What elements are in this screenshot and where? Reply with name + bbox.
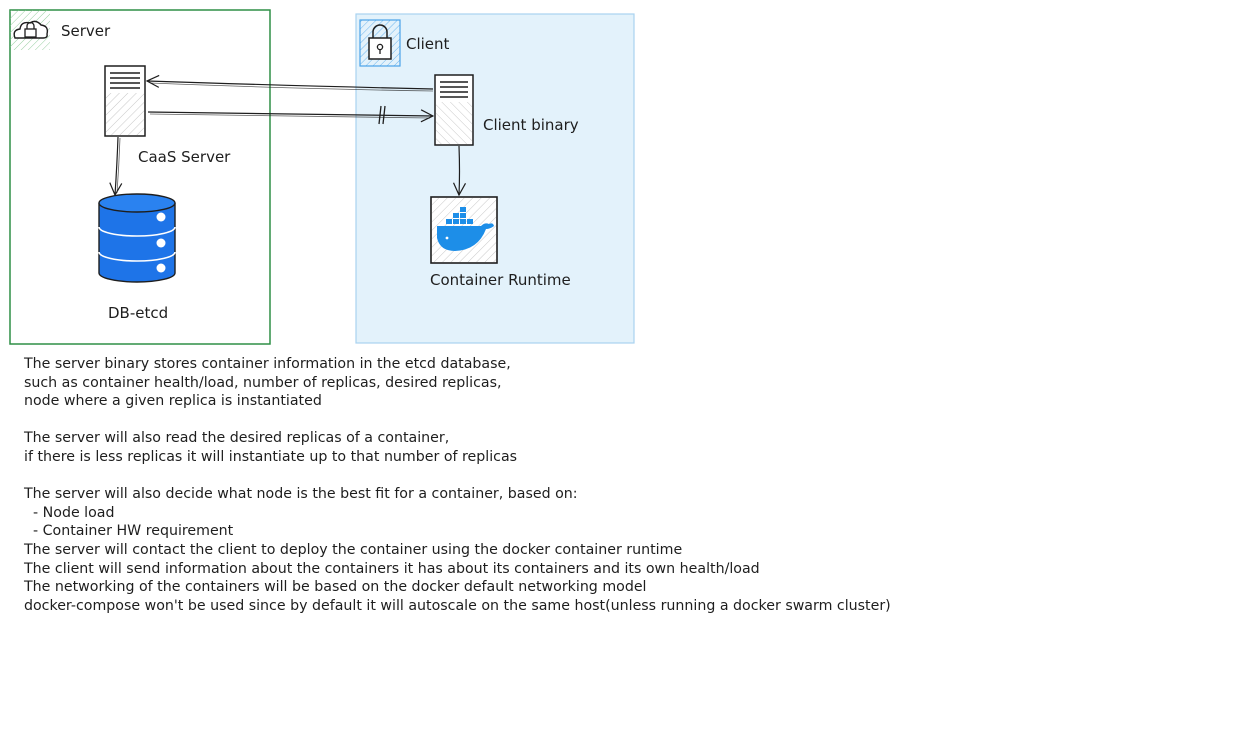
connectors — [115, 81, 460, 195]
notes-line: The server will also read the desired re… — [24, 430, 450, 447]
client-binary-label: Client binary — [483, 116, 579, 134]
description-notes: The server binary stores container infor… — [24, 355, 891, 615]
caas-server-label: CaaS Server — [138, 148, 231, 166]
notes-line: The server will also decide what node is… — [24, 486, 578, 503]
container-runtime-label: Container Runtime — [430, 271, 571, 289]
padlock-icon — [359, 19, 401, 67]
server-group-label: Server — [61, 22, 111, 40]
notes-spacer — [24, 411, 891, 430]
arrow-server-to-db — [115, 136, 118, 195]
arrow-client-to-runtime — [459, 145, 460, 195]
cloud-lock-icon — [10, 10, 50, 50]
server-group — [9, 9, 271, 345]
notes-line: such as container health/load, number of… — [24, 374, 502, 391]
notes-line: The server binary stores container infor… — [24, 356, 511, 372]
client-binary-icon — [434, 74, 474, 146]
notes-spacer — [24, 467, 891, 486]
database-icon — [98, 193, 176, 283]
docker-icon — [430, 196, 498, 264]
notes-line: if there is less replicas it will instan… — [24, 448, 518, 465]
notes-line: The client will send information about t… — [24, 560, 760, 577]
client-group-area — [355, 13, 635, 344]
client-group-label: Client — [406, 35, 450, 53]
notes-line: The networking of the containers will be… — [24, 579, 647, 596]
caas-server-icon — [104, 65, 146, 137]
notes-line: The server will contact the client to de… — [24, 541, 683, 558]
notes-line: node where a given replica is instantiat… — [24, 393, 322, 410]
notes-line: - Node load — [24, 504, 115, 521]
notes-line: docker-compose won't be used since by de… — [24, 597, 891, 614]
arrow-client-to-server — [147, 81, 434, 90]
arrow-server-to-client — [147, 112, 433, 116]
client-group — [355, 13, 635, 344]
notes-line: - Container HW requirement — [24, 523, 234, 540]
db-label: DB-etcd — [108, 304, 169, 322]
server-group-border — [9, 9, 271, 345]
